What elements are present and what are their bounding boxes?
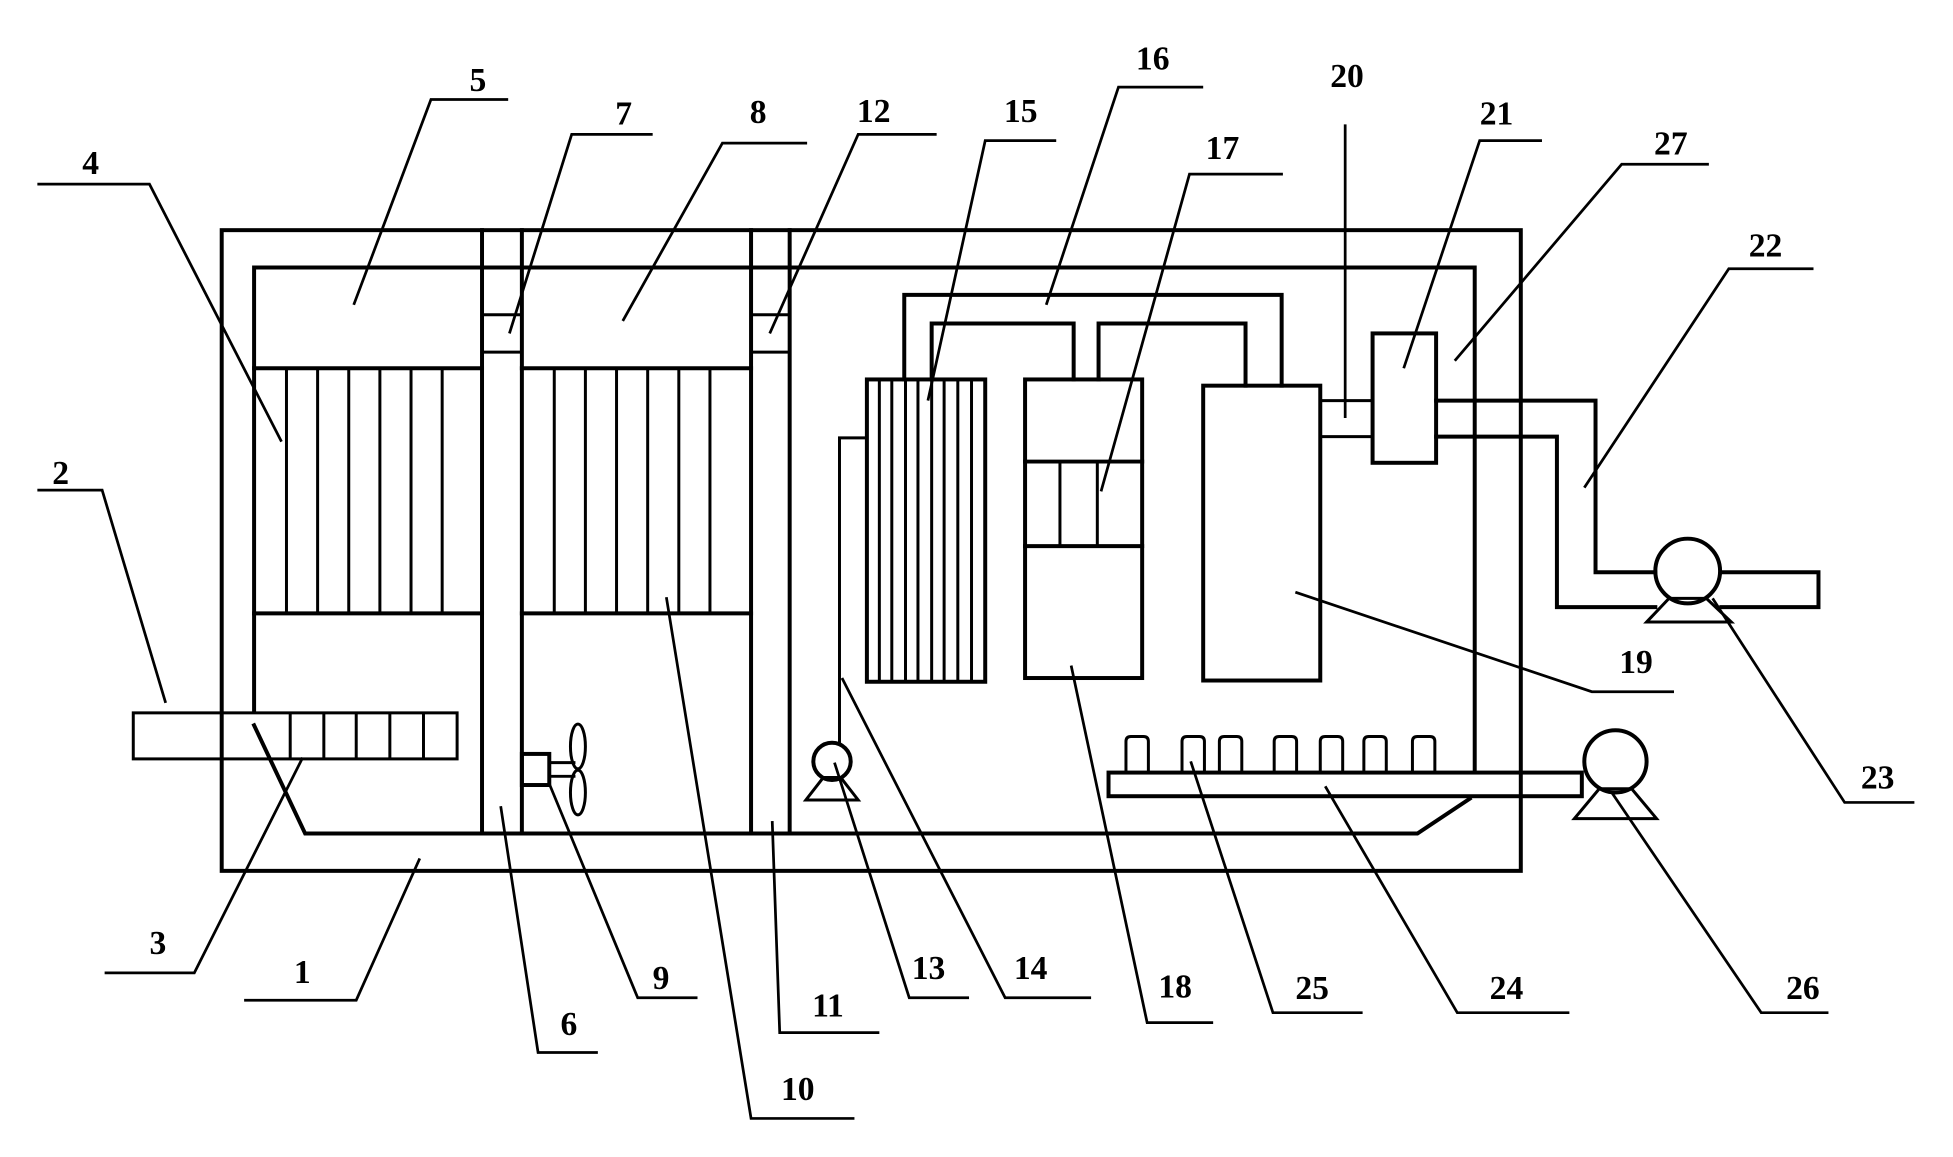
stirrer (519, 722, 587, 817)
inlet-grille (288, 712, 425, 759)
leader-22 (1583, 267, 1814, 489)
second-filler-layer (519, 366, 754, 616)
leader-9 (548, 783, 698, 1000)
clean-water-tank (1201, 383, 1323, 683)
label-13: 13 (912, 950, 946, 987)
label-21: 21 (1480, 95, 1514, 132)
label-3: 3 (149, 925, 166, 962)
leader-6 (499, 805, 598, 1054)
leader-11 (770, 821, 880, 1034)
leader-12 (768, 132, 937, 334)
label-25: 25 (1295, 970, 1329, 1007)
label-10: 10 (781, 1071, 815, 1108)
aerator-head (1410, 735, 1437, 773)
label-23: 23 (1861, 760, 1895, 797)
leader-4 (37, 182, 283, 443)
label-26: 26 (1786, 970, 1820, 1007)
inner-tank-wall (252, 265, 1477, 774)
label-15: 15 (1004, 93, 1038, 130)
leader-13 (833, 762, 970, 1000)
leader-19 (1294, 590, 1674, 694)
aerator-head (1124, 735, 1150, 773)
aeration-pipe (1106, 770, 1584, 799)
leader-3 (104, 757, 304, 975)
leader-27 (1453, 162, 1709, 362)
leader-5 (352, 98, 509, 306)
leader-26 (1610, 791, 1829, 1015)
leader-18 (1069, 665, 1214, 1025)
label-18: 18 (1158, 969, 1192, 1006)
label-1: 1 (294, 954, 311, 991)
discharge-pump (1643, 536, 1736, 624)
label-19: 19 (1619, 644, 1653, 681)
label-6: 6 (560, 1006, 577, 1043)
membrane-module (864, 377, 988, 684)
label-9: 9 (653, 960, 670, 997)
leader-14 (840, 677, 1092, 1000)
leader-25 (1189, 760, 1363, 1015)
first-partition (480, 228, 524, 836)
leader-2 (37, 488, 167, 704)
tank-bottom (251, 722, 1473, 836)
label-5: 5 (470, 62, 487, 99)
leader-lines (37, 85, 1915, 1120)
filter-tank (1023, 377, 1145, 681)
aerator-head (1217, 735, 1244, 773)
aerator-head (1272, 735, 1299, 773)
outer-housing (219, 228, 1523, 873)
leader-7 (508, 132, 653, 334)
label-27: 27 (1654, 125, 1688, 162)
leader-17 (1099, 172, 1283, 492)
leader-8 (621, 141, 808, 322)
connecting-pipe (902, 292, 1284, 388)
leader-16 (1044, 85, 1204, 306)
label-4: 4 (82, 145, 99, 182)
label-16: 16 (1136, 41, 1170, 78)
part-labels: 1 2 3 4 5 6 7 8 9 10 11 12 13 14 15 16 1… (52, 41, 1894, 1108)
leader-1 (244, 857, 421, 1002)
leader-23 (1711, 597, 1915, 804)
riser-pipe (837, 436, 867, 743)
label-20: 20 (1330, 58, 1364, 95)
label-22: 22 (1749, 227, 1783, 264)
blower (1571, 728, 1660, 821)
aerator-head (1362, 735, 1388, 773)
first-filler-layer (252, 366, 485, 616)
label-24: 24 (1490, 970, 1524, 1007)
leader-21 (1402, 139, 1542, 369)
lift-pump (802, 740, 862, 802)
aerator-head (1318, 735, 1345, 773)
inlet-pipe (131, 711, 459, 761)
label-8: 8 (750, 94, 767, 131)
label-14: 14 (1014, 950, 1048, 987)
label-7: 7 (615, 95, 632, 132)
second-partition (749, 228, 792, 836)
label-11: 11 (812, 987, 844, 1024)
discharge-pipe (1434, 398, 1821, 610)
aerators (1124, 735, 1437, 773)
label-2: 2 (52, 455, 69, 492)
leader-10 (665, 596, 855, 1120)
label-12: 12 (857, 93, 891, 130)
aerator-head (1180, 735, 1206, 773)
label-17: 17 (1206, 130, 1240, 167)
leader-24 (1324, 785, 1570, 1015)
disinfection-unit (1370, 331, 1439, 465)
filter-element (1023, 459, 1145, 549)
leader-15 (926, 139, 1057, 401)
